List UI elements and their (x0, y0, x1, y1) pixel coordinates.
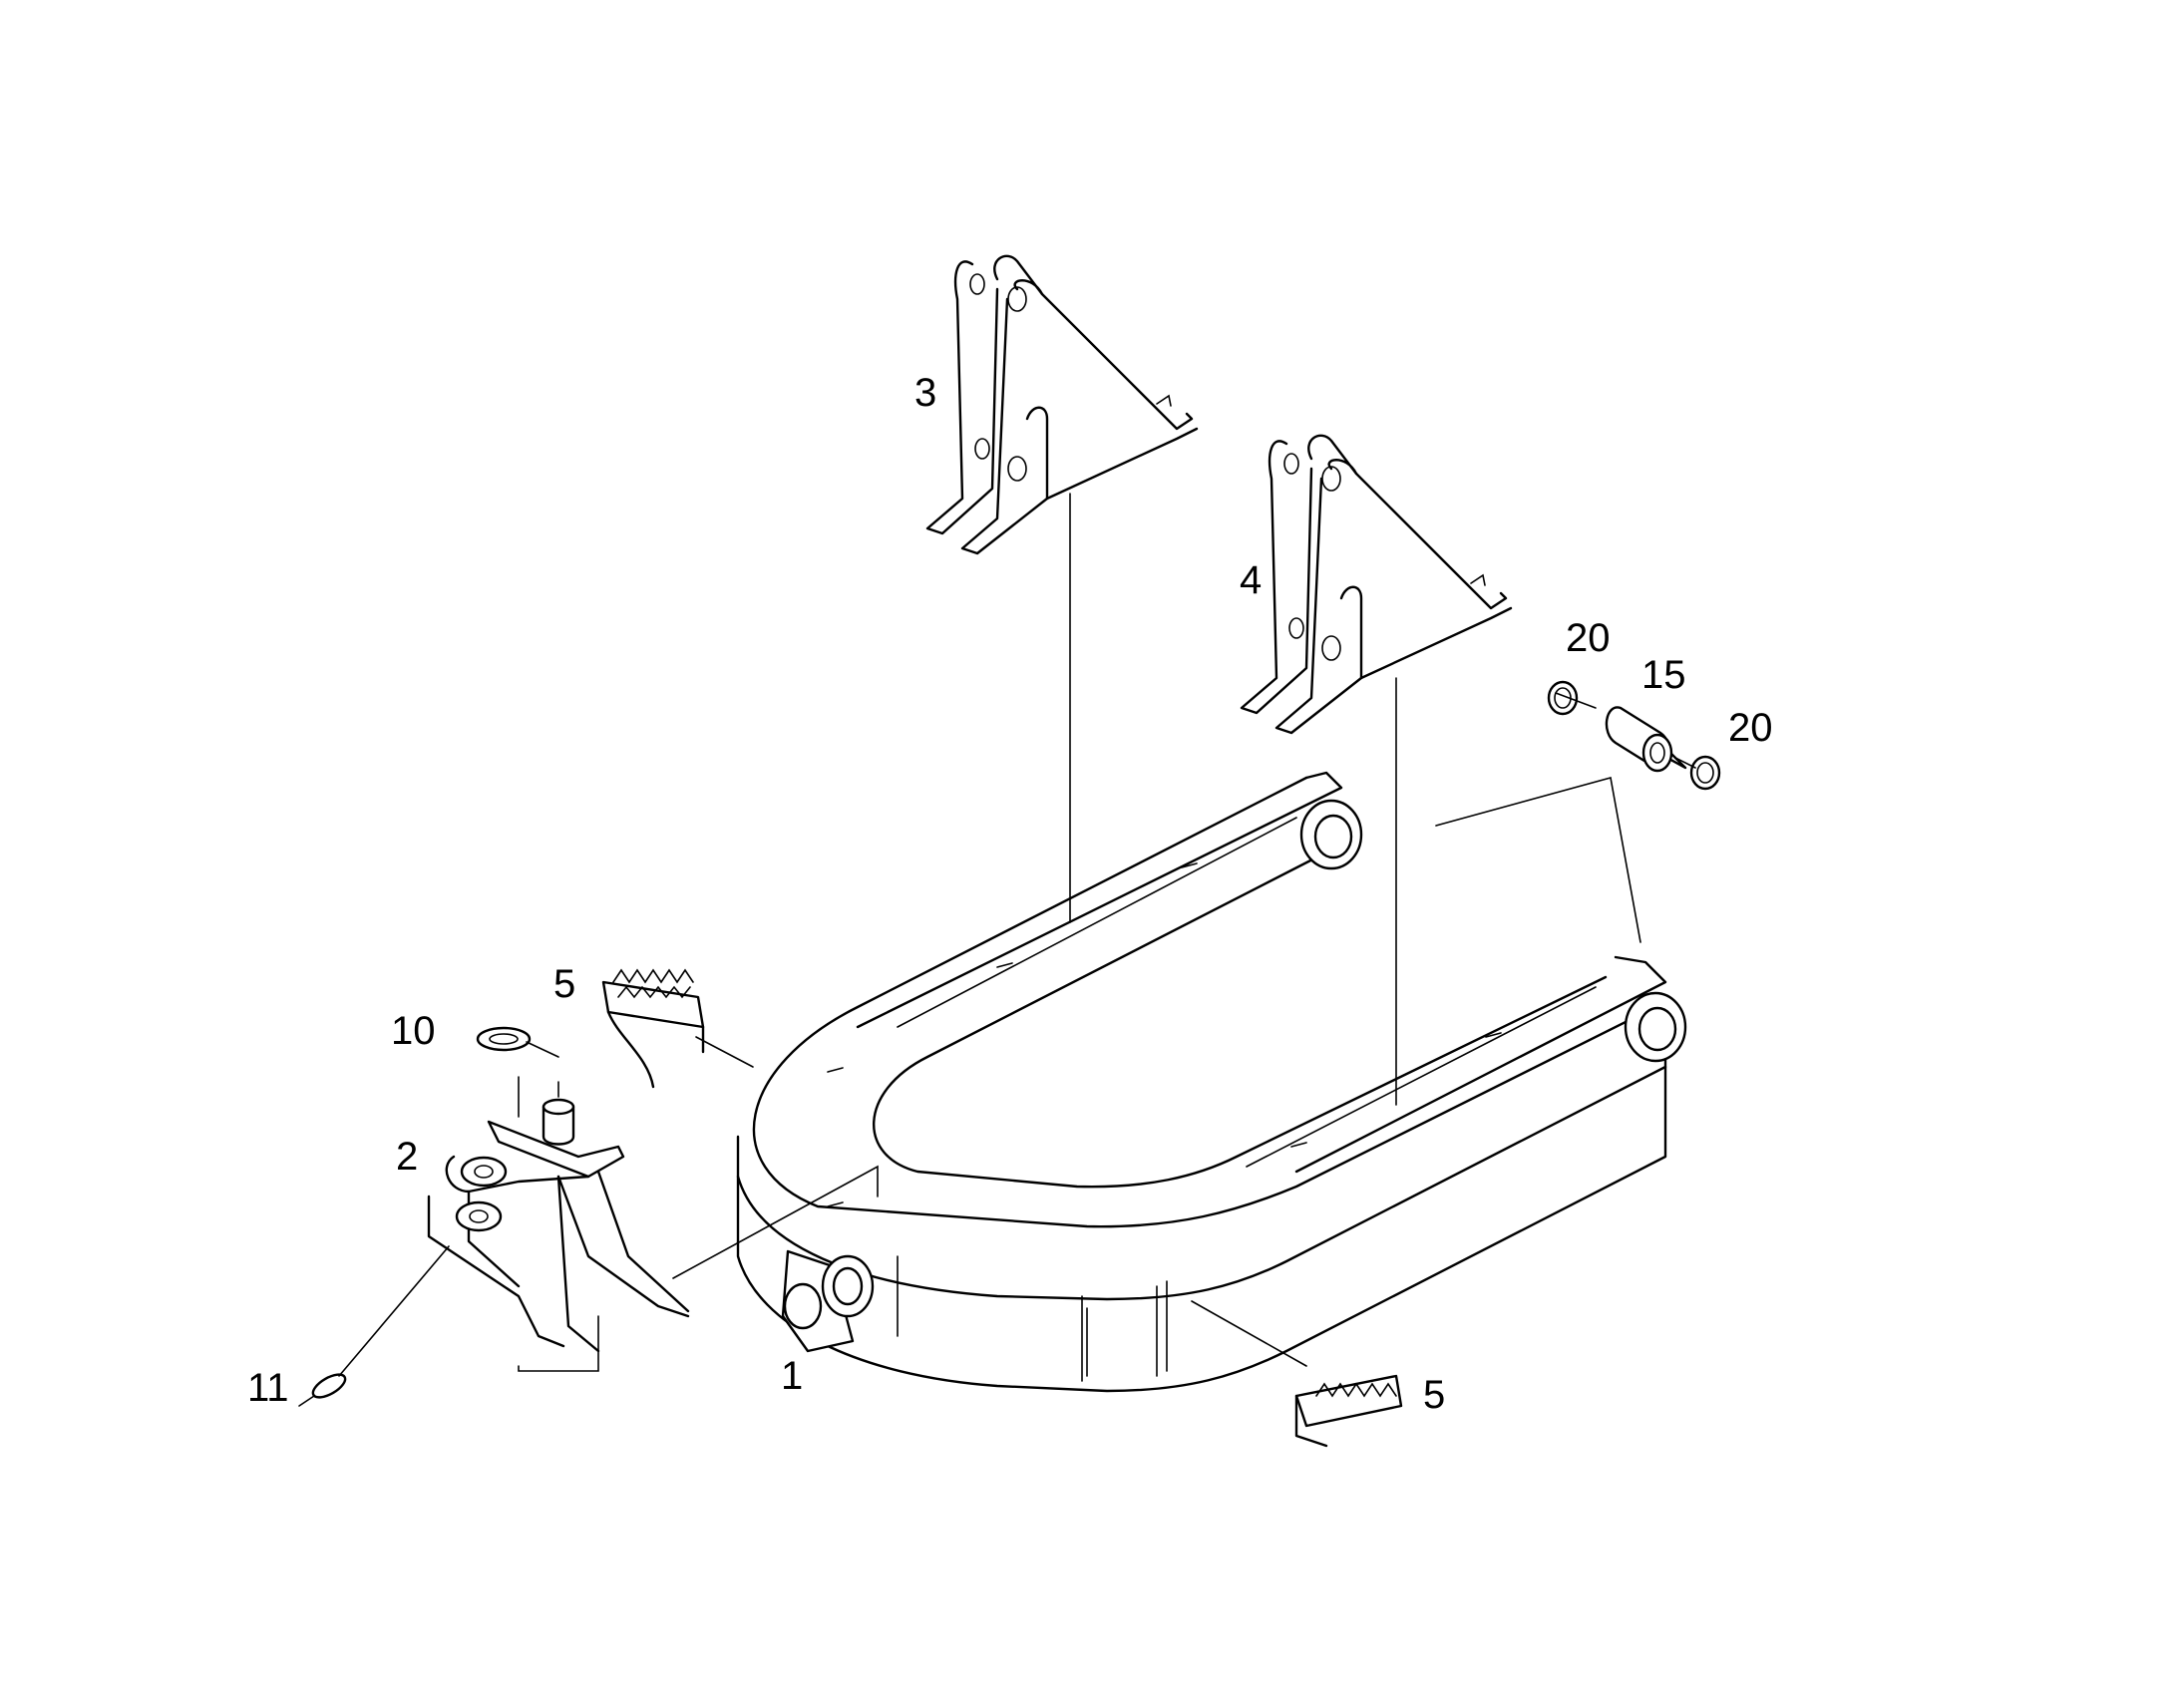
part-10-clip (476, 1026, 559, 1058)
callout-15: 15 (1641, 653, 1686, 697)
callout-5-lower: 5 (1423, 1373, 1445, 1417)
part-15-bushing (1605, 706, 1687, 773)
part-5-footpad-upper (601, 968, 705, 1089)
callout-4: 4 (1240, 558, 1262, 602)
callout-11: 11 (247, 1366, 289, 1410)
callout-2: 2 (396, 1135, 418, 1179)
callout-3: 3 (914, 371, 936, 415)
callout-20-right: 20 (1728, 706, 1773, 750)
part-20-oring-right (1689, 755, 1721, 791)
callout-5-upper: 5 (553, 962, 575, 1006)
part-11-cotter (298, 1373, 347, 1407)
part-2-mount (427, 1081, 690, 1353)
callout-1: 1 (781, 1354, 803, 1398)
part-5-footpad-lower (1294, 1374, 1403, 1448)
part-4-bracket (1240, 434, 1513, 735)
part-3-bracket (925, 254, 1199, 555)
part-20-oring-left (1547, 680, 1579, 716)
leader-lines (338, 493, 1696, 1377)
callouts: 1 2 3 4 5 5 10 11 15 20 20 (247, 371, 1773, 1417)
part-1-u-frame (736, 771, 1687, 1393)
callout-20-left: 20 (1566, 616, 1611, 660)
callout-10: 10 (391, 1009, 436, 1053)
